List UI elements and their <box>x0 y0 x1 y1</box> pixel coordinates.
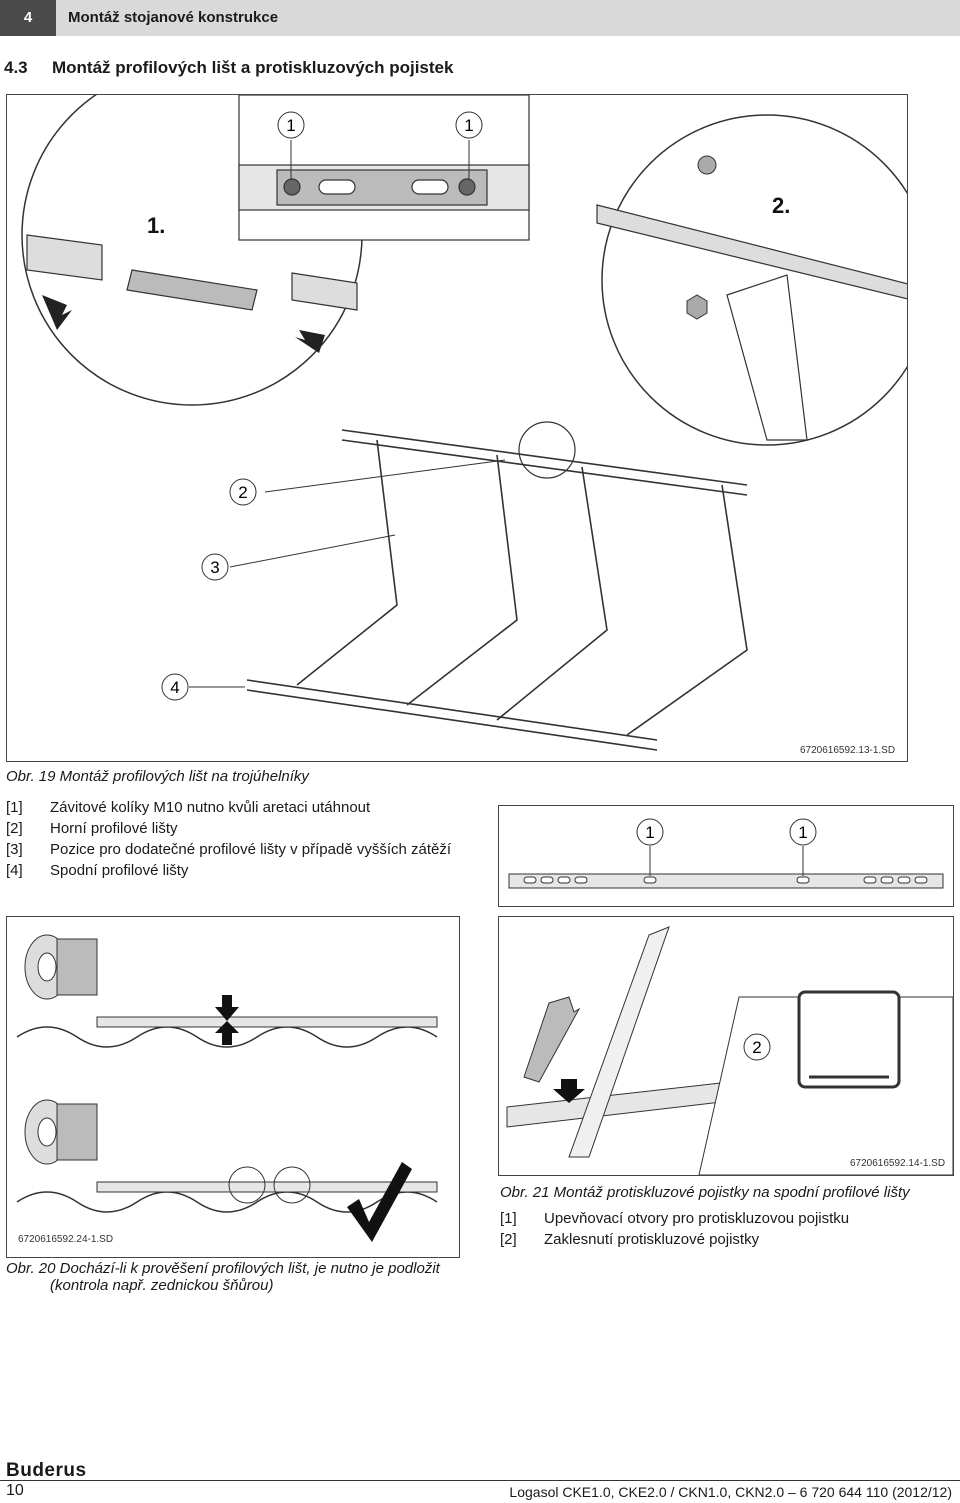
arrow-right-icon <box>42 295 72 330</box>
figure-21-label: Obr. 21 <box>500 1184 550 1201</box>
anti-slip-clip <box>523 996 581 1083</box>
string-reel-top <box>24 934 98 1000</box>
section-number: 4.3 <box>4 58 28 77</box>
legend-item: [2]Horní profilové lišty <box>6 820 178 837</box>
figure-19-legend: [1]Závitové kolíky M10 nutno kvůli areta… <box>6 799 486 883</box>
footer-rule <box>0 1480 960 1481</box>
figure-19: 1. 1 1 2. <box>6 64 933 762</box>
arrow-down-icon <box>553 1079 585 1103</box>
step-2-label: 2. <box>772 193 790 218</box>
step-1-label: 1. <box>147 213 165 238</box>
callout-1b: 1 <box>464 116 473 135</box>
figure-20-title: Dochází-li k prověšení profilových lišt,… <box>59 1260 440 1277</box>
legend-item: [1]Závitové kolíky M10 nutno kvůli areta… <box>6 799 371 816</box>
arrow-up-icon <box>215 1021 239 1045</box>
page-number: 10 <box>6 1482 24 1499</box>
figure-21-title: Montáž protiskluzové pojistky na spodní … <box>553 1184 910 1201</box>
rail-detail-drawing: 1 1 <box>508 818 944 889</box>
figure-21-code: 6720616592.14-1.SD <box>850 1158 946 1169</box>
figure-21: 2 <box>498 916 954 1176</box>
section-title-text: Montáž profilových lišt a protiskluzovýc… <box>52 58 454 77</box>
detail-callout-1a: 1 <box>645 823 654 842</box>
chapter-header-bar <box>0 0 960 36</box>
document-reference: Logasol CKE1.0, CKE2.0 / CKN1.0, CKN2.0 … <box>509 1484 952 1500</box>
figure-20-drawing <box>16 934 438 1242</box>
callout-4: 4 <box>170 678 179 697</box>
section-title: 4.3 Montáž profilových lišt a protiskluzo… <box>4 58 453 78</box>
figure-19-code: 6720616592.13-1.SD <box>800 745 896 756</box>
figure-20-title-2: (kontrola např. zednickou šňůrou) <box>50 1277 274 1294</box>
brand-logo: Buderus <box>6 1460 87 1481</box>
figure-19-label: Obr. 19 <box>6 768 56 785</box>
detail-callout-1b: 1 <box>798 823 807 842</box>
bolt-icon <box>697 155 717 175</box>
figure-20-label: Obr. 20 <box>6 1260 56 1277</box>
legend-item: [3]Pozice pro dodatečné profilové lišty … <box>6 841 452 858</box>
figure-21-caption: Obr. 21 Montáž protiskluzové pojistky na… <box>500 1184 910 1201</box>
figure-21-drawing: 2 <box>506 926 954 1176</box>
callout-2: 2 <box>238 483 247 502</box>
checkmark-icon <box>347 1162 412 1242</box>
figure-19-caption: Obr. 19 Montáž profilových lišt na trojú… <box>6 768 309 785</box>
nut-icon <box>686 294 708 320</box>
chapter-title: Montáž stojanové konstrukce <box>68 9 279 26</box>
frame-main <box>246 429 748 751</box>
rail-detail: 1 1 <box>498 805 954 907</box>
fig21-callout-2: 2 <box>752 1038 761 1057</box>
arrow-left-icon <box>295 330 325 353</box>
rail-left <box>26 234 358 311</box>
figure-20-caption: Obr. 20 Dochází-li k prověšení profilový… <box>6 1260 458 1294</box>
chapter-number: 4 <box>0 0 56 36</box>
string-reel-bottom <box>24 1099 98 1165</box>
figure-20 <box>6 916 460 1258</box>
legend-item: [4]Spodní profilové lišty <box>6 862 189 879</box>
figure-19-drawing: 1. 1 1 2. <box>21 64 933 751</box>
callout-1a: 1 <box>286 116 295 135</box>
figure-21-legend: [1]Upevňovací otvory pro protiskluzovou … <box>500 1210 950 1252</box>
arrow-down-icon <box>215 995 239 1021</box>
legend-item: [2]Zaklesnutí protiskluzové pojistky <box>500 1231 760 1248</box>
figure-19-title: Montáž profilových lišt na trojúhelníky <box>59 768 309 785</box>
rail-inset <box>238 164 530 211</box>
callout-3: 3 <box>210 558 219 577</box>
legend-item: [1]Upevňovací otvory pro protiskluzovou … <box>500 1210 850 1227</box>
figure-20-code: 6720616592.24-1.SD <box>18 1234 114 1245</box>
